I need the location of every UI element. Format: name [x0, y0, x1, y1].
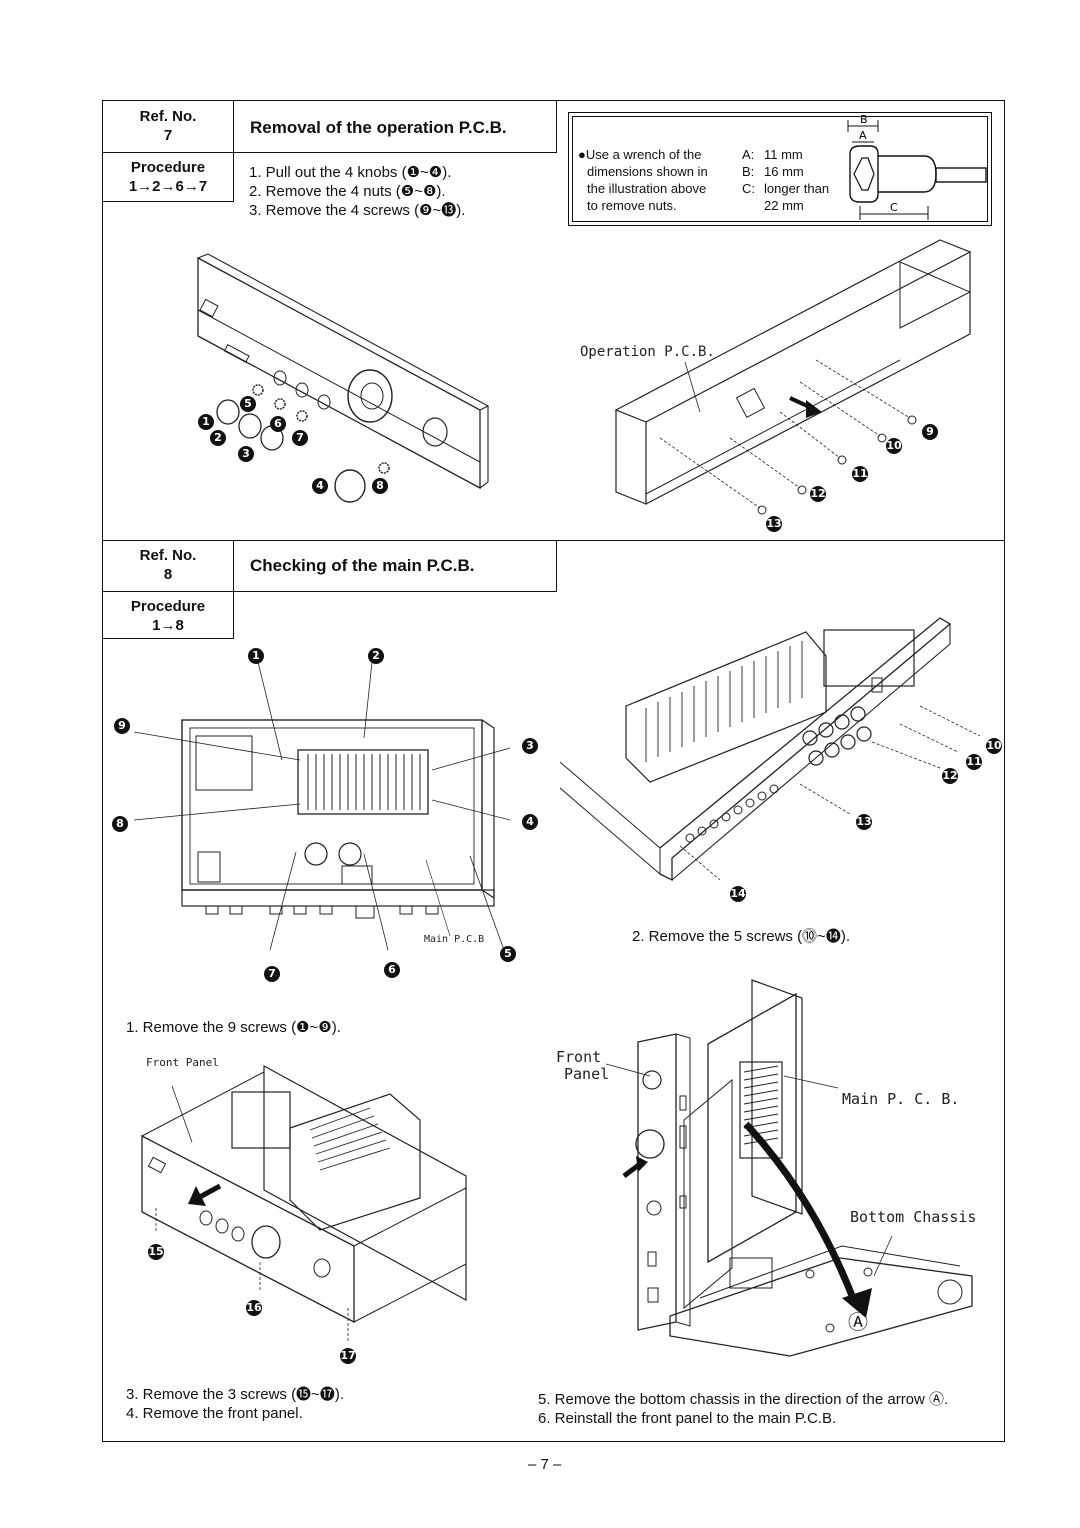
ref-no-7-box: Ref. No. 7 [102, 100, 234, 153]
callout-13: 13 [856, 814, 872, 830]
page-number: – 7 – [528, 1456, 562, 1473]
wrench-note-text: ●Use a wrench of the dimensions shown in… [578, 146, 708, 214]
bottom-chassis-figure [605, 979, 973, 1357]
ref-no-value: 7 [163, 127, 173, 144]
callout-5: 5 [500, 946, 516, 962]
bottom-chassis-label: Bottom Chassis [850, 1208, 977, 1226]
wrench-illustration: B A C [847, 113, 987, 220]
callout-group-knobs: 1 2 3 4 5 6 7 8 [176, 390, 406, 510]
procedure-label: Procedure [130, 598, 206, 615]
main-pcb-side-view-figure [559, 617, 981, 882]
arrow-a-mark: Ⓐ [848, 1310, 868, 1334]
section-8-title: Checking of the main P.C.B. [250, 556, 475, 575]
front-panel-removal-figure [141, 1064, 467, 1342]
callout-1: 1 [248, 648, 264, 664]
callout-13: 13 [766, 516, 782, 532]
callout-3: 3 [238, 446, 254, 462]
callout-9: 9 [922, 424, 938, 440]
callout-4: 4 [312, 478, 328, 494]
main-pcb-top-view-figure [133, 661, 511, 951]
callout-14: 14 [730, 886, 746, 902]
callout-7: 7 [292, 430, 308, 446]
procedure-7-box: Procedure 1→2→6→7 [102, 152, 234, 202]
procedure-8-box: Procedure 1→8 [102, 591, 234, 639]
procedure-value: 1→8 [152, 617, 184, 634]
wrench-label-b: B [860, 113, 868, 126]
callout-4: 4 [522, 814, 538, 830]
ref-no-value: 8 [163, 566, 173, 583]
callout-11: 11 [852, 466, 868, 482]
section-8-steps-3-4: 3. Remove the 3 screws (⓯~⓱). 4. Remove … [126, 1385, 344, 1423]
callout-6: 6 [384, 962, 400, 978]
wrench-dimensions: A: 11 mm B: 16 mm C: longer than 22 mm [742, 146, 829, 214]
section-7-steps: 1. Pull out the 4 knobs (❶~❹). 2. Remove… [249, 163, 465, 220]
dim-key: C: [742, 181, 755, 196]
callout-8: 8 [372, 478, 388, 494]
front-panel-knobs-figure [197, 253, 490, 503]
note-line: the illustration above [587, 181, 707, 196]
wrench-note-inner [572, 116, 988, 222]
wrench-note-box [568, 112, 992, 226]
procedure-label: Procedure [130, 159, 206, 176]
front-word: Front [556, 1048, 602, 1066]
callout-1: 1 [198, 414, 214, 430]
callout-5: 5 [240, 396, 256, 412]
step-line: 3. Remove the 4 screws (❾~⓭). [249, 202, 466, 219]
wrench-label-c: C [890, 201, 898, 214]
step-line: 4. Remove the front panel. [126, 1405, 303, 1422]
ref-no-label: Ref. No. [139, 108, 197, 125]
dim-value: longer than [764, 181, 830, 196]
front-label: Front Panel [556, 1049, 609, 1083]
title-7-box: Removal of the operation P.C.B. [233, 100, 557, 153]
dim-value: 22 mm [764, 198, 804, 213]
section-8-steps-5-6: 5. Remove the bottom chassis in the dire… [538, 1390, 948, 1428]
callout-3: 3 [522, 738, 538, 754]
callout-6: 6 [270, 416, 286, 432]
section-7-title: Removal of the operation P.C.B. [250, 118, 507, 137]
callout-9: 9 [114, 718, 130, 734]
section-8-step-2: 2. Remove the 5 screws (⓾~⓮). [632, 928, 850, 945]
callout-2: 2 [210, 430, 226, 446]
step-line: 3. Remove the 3 screws (⓯~⓱). [126, 1386, 344, 1403]
main-pcb-small-label: Main P.C.B [424, 934, 485, 945]
wrench-label-a: A [859, 129, 867, 142]
callout-16: 16 [246, 1300, 262, 1316]
operation-pcb-figure [614, 239, 972, 515]
note-line: to remove nuts. [587, 198, 677, 213]
dim-key: B: [742, 164, 755, 179]
ref-no-8-box: Ref. No. 8 [102, 540, 234, 592]
dim-value: 16 mm [764, 164, 804, 179]
step-line: 5. Remove the bottom chassis in the dire… [538, 1391, 949, 1408]
panel-word: Panel [564, 1065, 610, 1083]
callout-7: 7 [264, 966, 280, 982]
procedure-value: 1→2→6→7 [128, 178, 208, 195]
callout-17: 17 [340, 1348, 356, 1364]
step-line: 6. Reinstall the front panel to the main… [538, 1410, 837, 1427]
front-panel-small-label: Front Panel [146, 1056, 219, 1069]
title-8-box: Checking of the main P.C.B. [233, 540, 557, 592]
callout-12: 12 [810, 486, 826, 502]
step-line: 2. Remove the 4 nuts (❺~❽). [249, 183, 446, 200]
main-pcb-label: Main P. C. B. [842, 1090, 960, 1108]
callout-8: 8 [112, 816, 128, 832]
dim-key: A: [742, 147, 755, 162]
dim-value: 11 mm [764, 147, 803, 162]
note-line: ●Use a wrench of the [578, 147, 702, 162]
callout-12: 12 [942, 768, 958, 784]
section-8-step-1: 1. Remove the 9 screws (❶~❾). [126, 1019, 341, 1036]
callout-11: 11 [966, 754, 982, 770]
step-line: 1. Pull out the 4 knobs (❶~❹). [249, 164, 452, 181]
callout-15: 15 [148, 1244, 164, 1260]
callout-2: 2 [368, 648, 384, 664]
operation-pcb-label: Operation P.C.B. [580, 344, 715, 360]
callout-10: 10 [886, 438, 902, 454]
callout-10: 10 [986, 738, 1002, 754]
ref-no-label: Ref. No. [139, 547, 197, 564]
note-line: dimensions shown in [587, 164, 708, 179]
